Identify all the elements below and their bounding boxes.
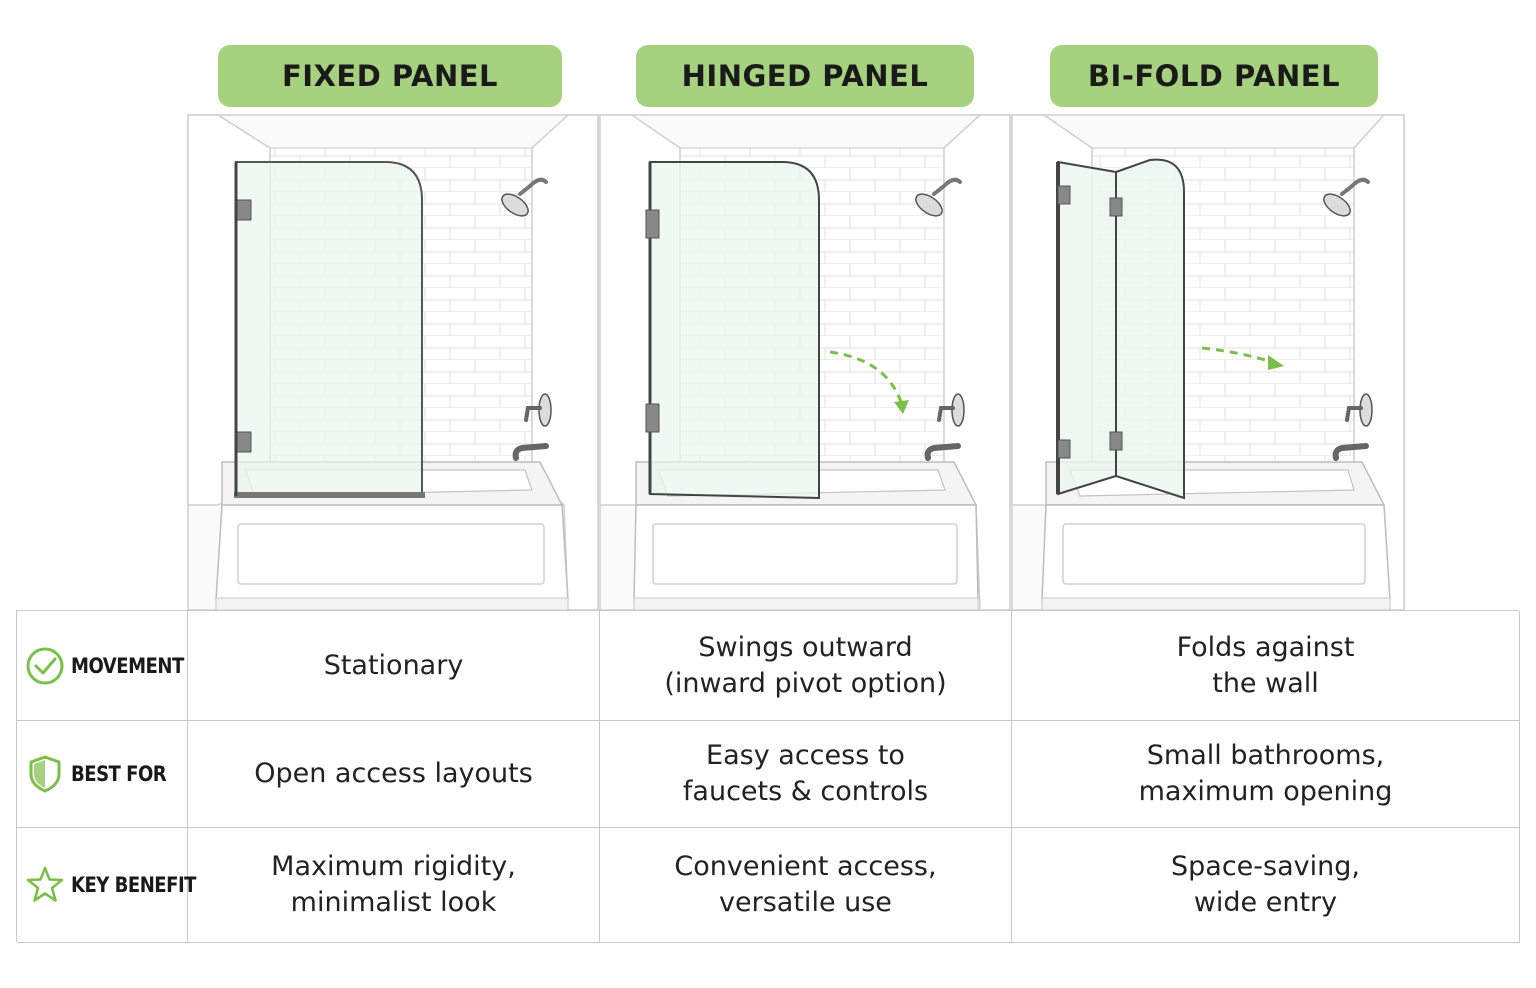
key-benefit-fixed: Maximum rigidity, minimalist look <box>188 828 600 943</box>
fixed-panel-title: FIXED PANEL <box>218 45 562 107</box>
hinged-panel-illustration <box>599 114 1011 611</box>
star-icon <box>26 866 64 902</box>
row-header-best-for: BEST FOR <box>17 721 188 828</box>
best-for-hinged: Easy access to faucets & controls <box>600 721 1012 828</box>
row-header-key-benefit: KEY BENEFIT <box>17 828 196 943</box>
key-benefit-bifold: Space-saving, wide entry <box>1012 828 1520 943</box>
best-for-fixed: Open access layouts <box>188 721 600 828</box>
row-label: MOVEMENT <box>71 653 184 678</box>
row-header-movement: MOVEMENT <box>17 611 188 721</box>
movement-bifold: Folds against the wall <box>1012 611 1520 721</box>
bifold-panel-title: BI-FOLD PANEL <box>1050 45 1378 107</box>
key-benefit-hinged: Convenient access, versatile use <box>600 828 1012 943</box>
shield-icon <box>29 755 61 793</box>
swing-arrow <box>829 350 904 406</box>
row-label: KEY BENEFIT <box>71 873 196 897</box>
check-circle-icon <box>26 647 64 684</box>
shower-illustrations <box>187 114 1405 611</box>
comparison-table: MOVEMENT Stationary Swings outward (inwa… <box>16 610 1520 943</box>
fold-arrow <box>1201 346 1273 364</box>
bifold-panel-illustration <box>1011 114 1405 611</box>
movement-fixed: Stationary <box>188 611 600 721</box>
best-for-bifold: Small bathrooms, maximum opening <box>1012 721 1520 828</box>
hinged-panel-title: HINGED PANEL <box>636 45 974 107</box>
row-label: BEST FOR <box>71 762 167 786</box>
movement-hinged: Swings outward (inward pivot option) <box>600 611 1012 721</box>
fixed-panel-illustration <box>187 114 599 611</box>
